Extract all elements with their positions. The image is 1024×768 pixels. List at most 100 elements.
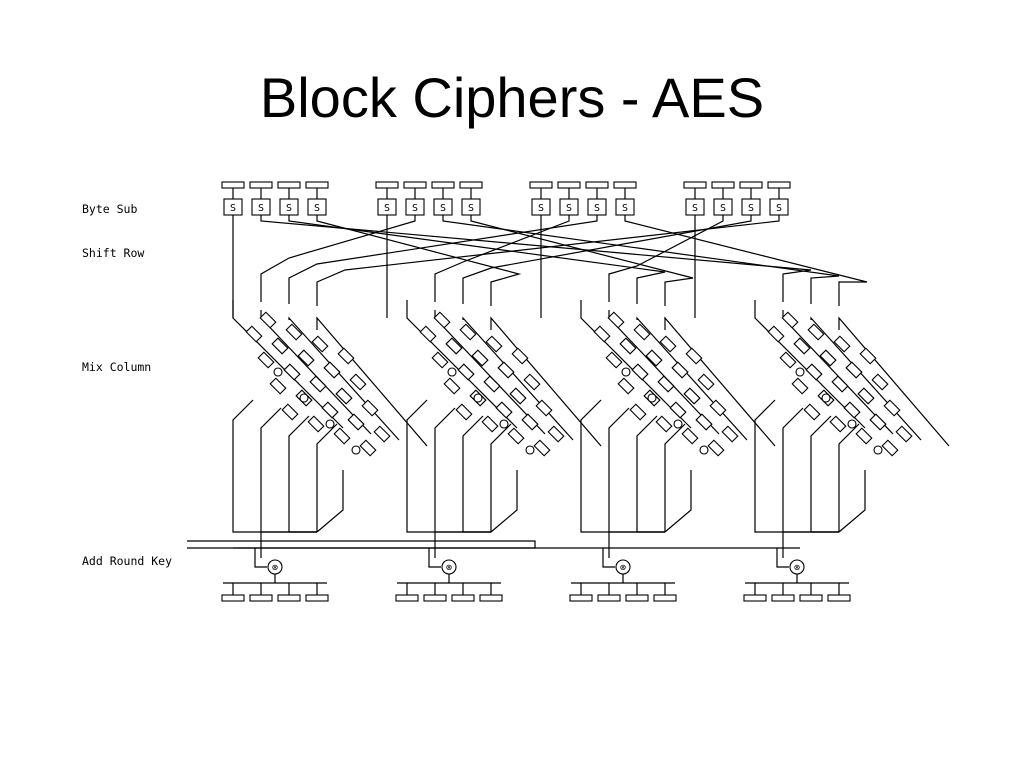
mix-column-multiplier — [833, 335, 851, 353]
mix-column-xor — [821, 393, 831, 403]
mix-column-multiplier — [535, 399, 553, 417]
s-box-label: S — [440, 203, 446, 214]
mix-diagonal-wire — [580, 300, 692, 429]
round-key-bus — [187, 540, 536, 549]
mix-column-multiplier — [481, 415, 499, 433]
output-byte-box — [743, 594, 767, 602]
mix-column-label: Mix Column — [82, 360, 151, 374]
mix-output-wire — [316, 423, 338, 532]
mix-output-wire — [490, 423, 512, 532]
shift-row-wire — [288, 215, 598, 304]
mix-column-multiplier — [633, 323, 651, 341]
mix-column-multiplier — [335, 387, 353, 405]
mix-column-multiplier — [721, 425, 739, 443]
output-byte-box — [479, 594, 503, 602]
mix-column-multiplier — [509, 387, 527, 405]
mix-column-multiplier — [431, 351, 449, 369]
mix-output-wire — [462, 415, 491, 533]
mix-column-multiplier — [321, 401, 339, 419]
wires-layer — [187, 188, 950, 595]
mix-column-multiplier — [521, 413, 539, 431]
mix-column-block — [245, 311, 391, 457]
s-box — [307, 198, 327, 216]
mix-output-wire — [636, 415, 665, 533]
mix-column-xor — [447, 367, 457, 377]
s-box-label: S — [622, 203, 628, 214]
mix-diagonal-wire — [838, 316, 950, 447]
mix-column-multiplier — [245, 325, 263, 343]
s-box — [461, 198, 481, 216]
mix-diagonal-wire — [406, 300, 518, 429]
mix-column-multiplier — [683, 387, 701, 405]
mix-column-multiplier — [605, 351, 623, 369]
mix-column-multiplier — [257, 351, 275, 369]
output-byte-box — [221, 594, 245, 602]
mix-column-xor — [795, 367, 805, 377]
input-byte-box — [403, 181, 427, 189]
output-byte-box — [305, 594, 329, 602]
mix-column-block — [767, 311, 913, 457]
round-key-wire — [428, 548, 441, 568]
input-byte-box — [431, 181, 455, 189]
mix-column-multiplier — [831, 375, 849, 393]
input-byte-box — [305, 181, 329, 189]
mix-column-multiplier — [807, 323, 825, 341]
s-box-label: S — [384, 203, 390, 214]
s-box-label: S — [412, 203, 418, 214]
mix-column-xor — [673, 419, 683, 429]
shift-row-wire — [260, 215, 812, 302]
mix-column-multiplier — [485, 335, 503, 353]
s-box-label: S — [230, 203, 236, 214]
mix-column-multiplier — [707, 439, 725, 457]
mix-diagonal-wire — [664, 316, 776, 447]
mix-column-xor — [473, 393, 483, 403]
mix-column-multiplier — [779, 351, 797, 369]
s-box — [559, 198, 579, 216]
mix-diagonal-wire — [636, 316, 748, 441]
mix-column-multiplier — [829, 415, 847, 433]
shift-row-wire — [434, 215, 570, 302]
mix-column-xor — [325, 419, 335, 429]
xor-icon: ⊗ — [446, 563, 452, 574]
shift-row-label: Shift Row — [82, 246, 144, 260]
mix-column-block — [593, 311, 739, 457]
mix-column-multiplier — [709, 399, 727, 417]
mix-column-multiplier — [659, 335, 677, 353]
mix-column-multiplier — [333, 427, 351, 445]
mix-column-xor — [847, 419, 857, 429]
input-byte-box — [277, 181, 301, 189]
mix-column-xor — [299, 393, 309, 403]
s-box-label: S — [776, 203, 782, 214]
mix-column-multiplier — [697, 373, 715, 391]
s-box — [223, 198, 243, 216]
mix-column-multiplier — [283, 363, 301, 381]
mix-column-multiplier — [269, 377, 287, 395]
mix-column-multiplier — [433, 311, 451, 329]
s-box-label: S — [566, 203, 572, 214]
mix-column-block — [419, 311, 565, 457]
mix-column-multiplier — [309, 375, 327, 393]
input-byte-box — [375, 181, 399, 189]
s-box-label: S — [314, 203, 320, 214]
mix-column-multiplier — [297, 349, 315, 367]
mix-output-wire — [664, 470, 692, 533]
xor-icon: ⊗ — [272, 563, 278, 574]
add-round-key-xor — [615, 559, 631, 575]
mix-column-multiplier — [671, 361, 689, 379]
round-key-wire — [776, 548, 789, 568]
s-box — [279, 198, 299, 216]
mix-column-xor — [499, 419, 509, 429]
input-byte-box — [557, 181, 581, 189]
s-box — [713, 198, 733, 216]
mix-column-multiplier — [655, 415, 673, 433]
s-box-label: S — [594, 203, 600, 214]
s-box — [405, 198, 425, 216]
xor-icon: ⊗ — [794, 563, 800, 574]
mix-column-multiplier — [619, 337, 637, 355]
mix-output-wire — [316, 470, 344, 533]
output-byte-box — [569, 594, 593, 602]
mix-column-multiplier — [883, 399, 901, 417]
mix-output-wire — [810, 415, 839, 533]
mix-column-multiplier — [307, 415, 325, 433]
